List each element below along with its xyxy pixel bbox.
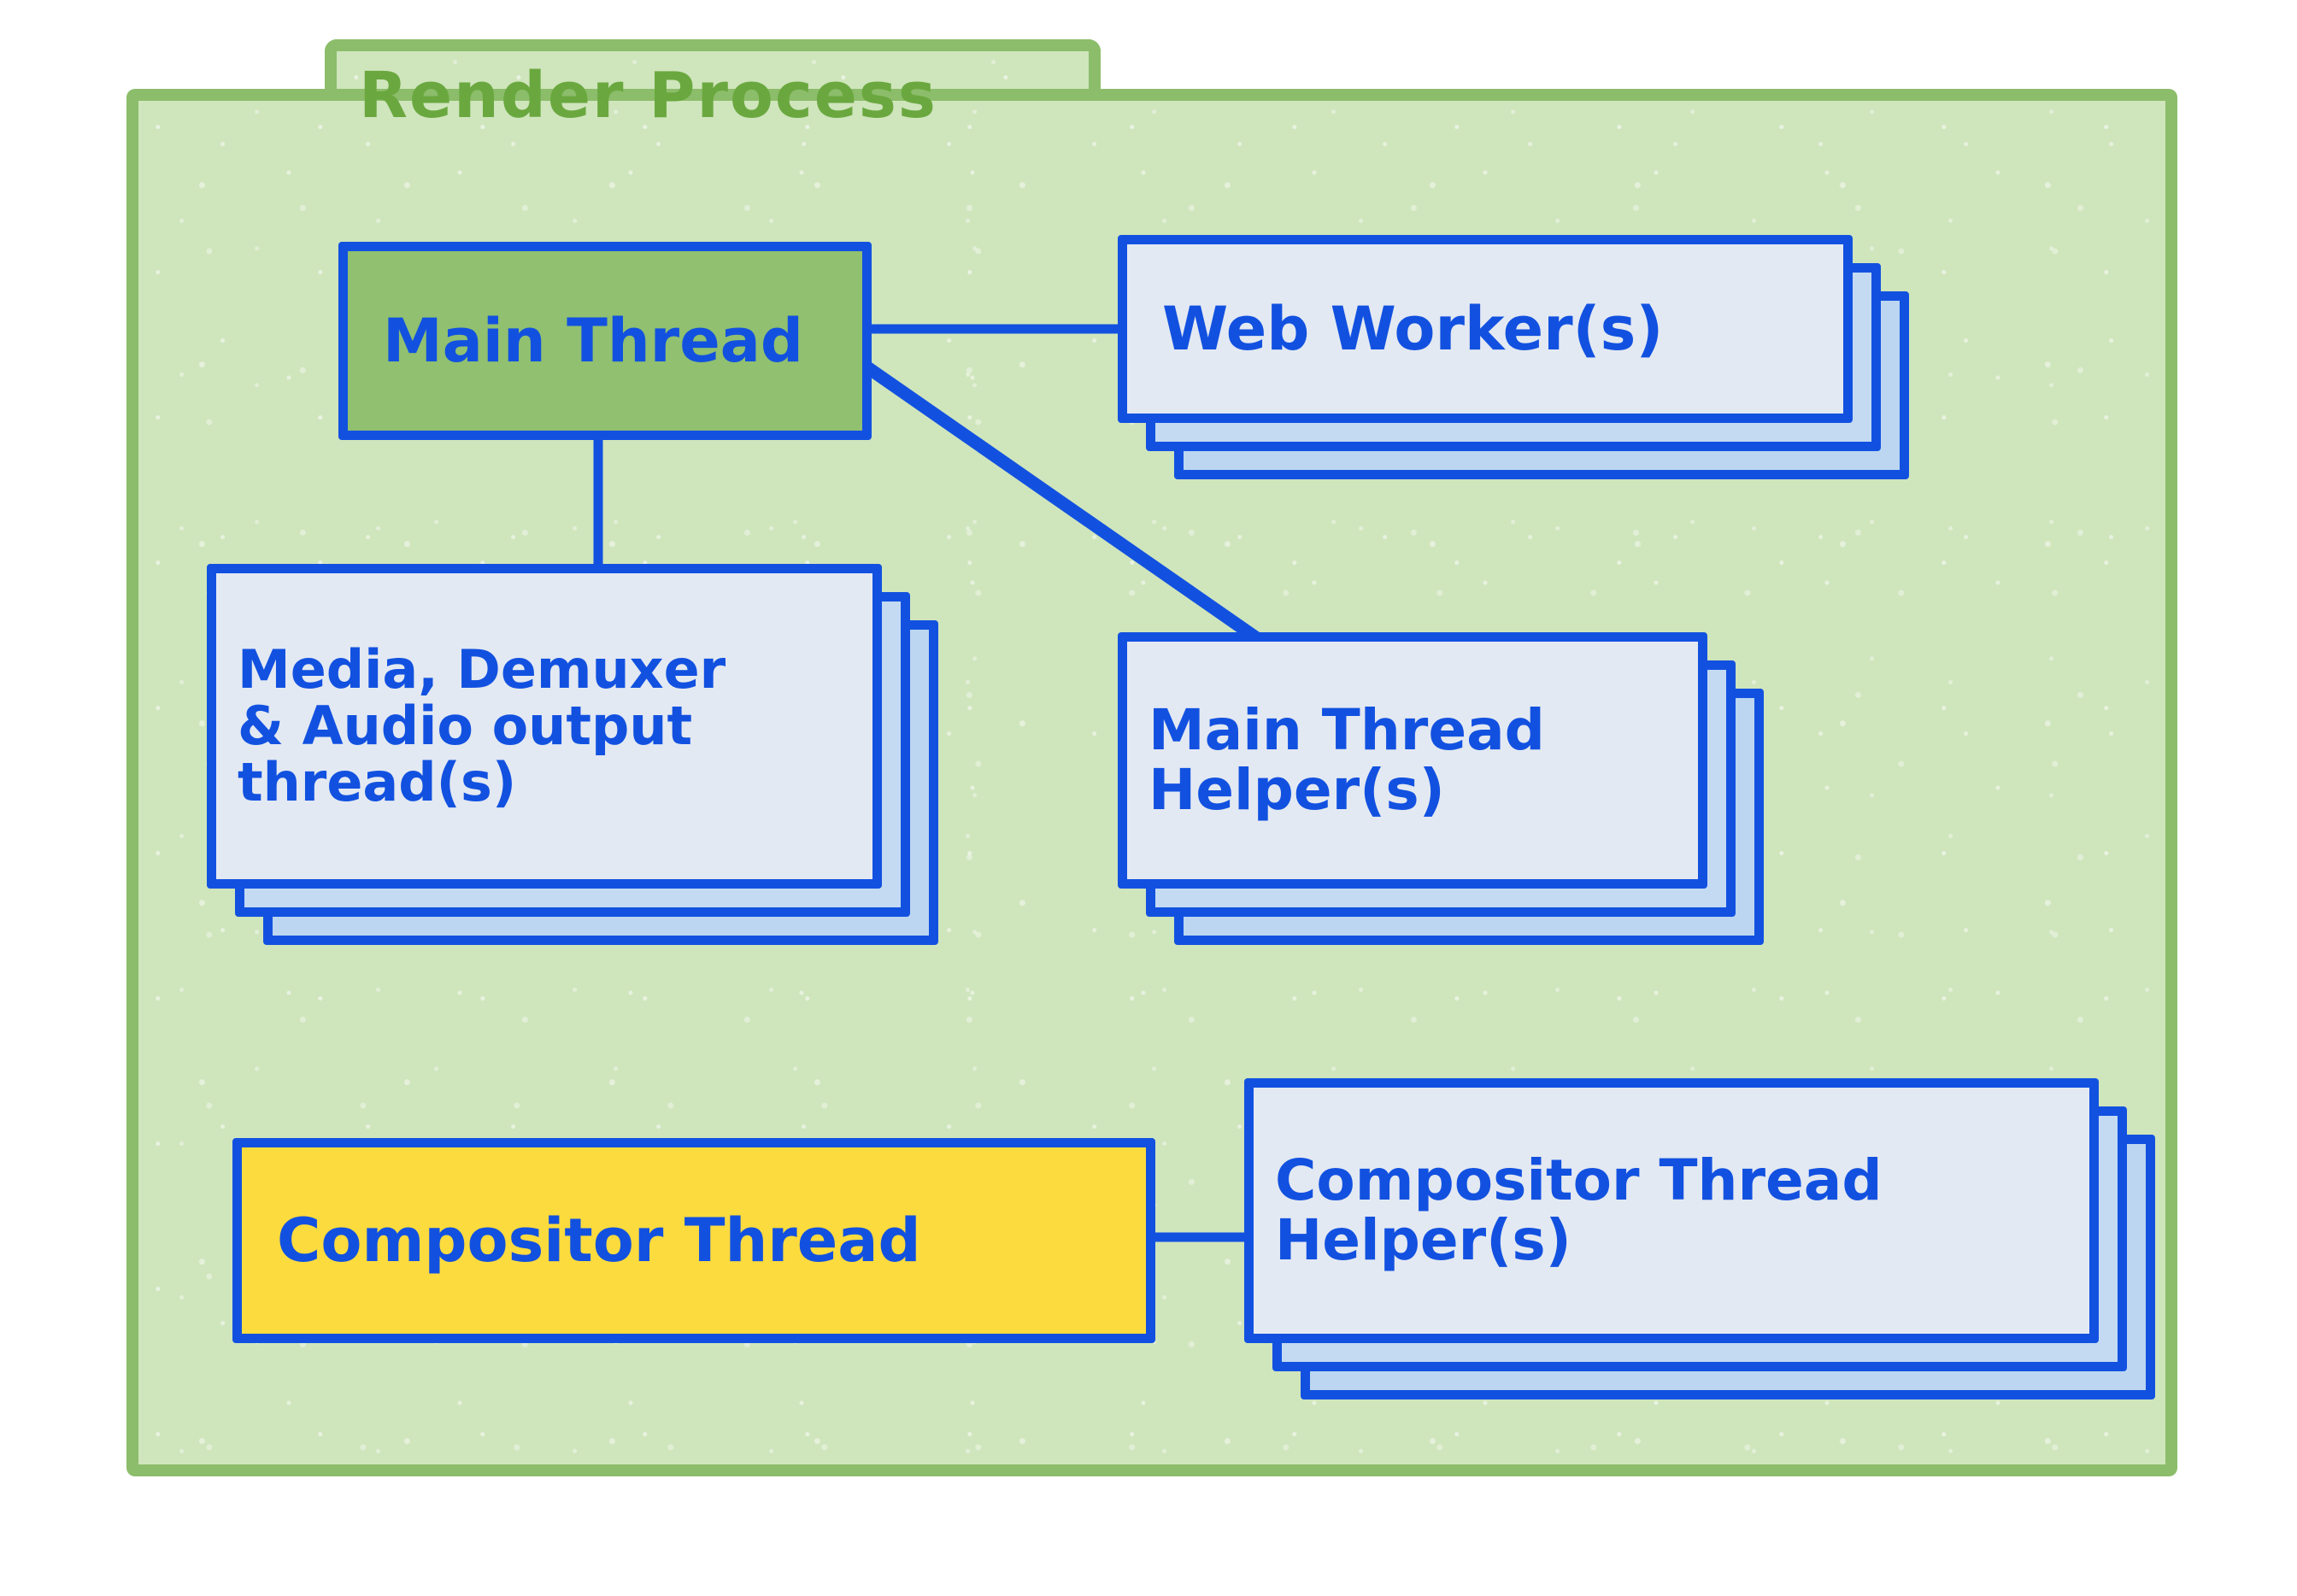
- compositor-helpers-card-front: [1244, 1078, 2099, 1343]
- node-main-thread[interactable]: Main Thread: [338, 242, 872, 440]
- main-thread-label: Main Thread: [383, 305, 804, 376]
- media-threads-label: Media, Demuxer & Audio output thread(s): [238, 638, 726, 813]
- main-thread-helpers-label: Main Thread Helper(s): [1148, 697, 1545, 823]
- node-compositor-thread-helpers[interactable]: Compositor Thread Helper(s): [1244, 1078, 2176, 1420]
- node-main-thread-helpers[interactable]: Main Thread Helper(s): [1118, 632, 1801, 965]
- main-thread-card: [338, 242, 872, 440]
- main-thread-helpers-card-front: [1118, 632, 1707, 889]
- compositor-thread-label: Compositor Thread: [277, 1205, 921, 1276]
- node-compositor-thread[interactable]: Compositor Thread: [232, 1138, 1155, 1343]
- node-media-demuxer-audio-output-threads[interactable]: Media, Demuxer & Audio output thread(s): [207, 564, 959, 948]
- node-web-workers[interactable]: Web Worker(s): [1118, 235, 1912, 508]
- page-title: Render Process: [359, 59, 937, 132]
- media-threads-card-front: [207, 564, 882, 889]
- compositor-helpers-label: Compositor Thread Helper(s): [1275, 1147, 1883, 1273]
- web-workers-label: Web Worker(s): [1162, 293, 1664, 364]
- compositor-thread-card: [232, 1138, 1155, 1343]
